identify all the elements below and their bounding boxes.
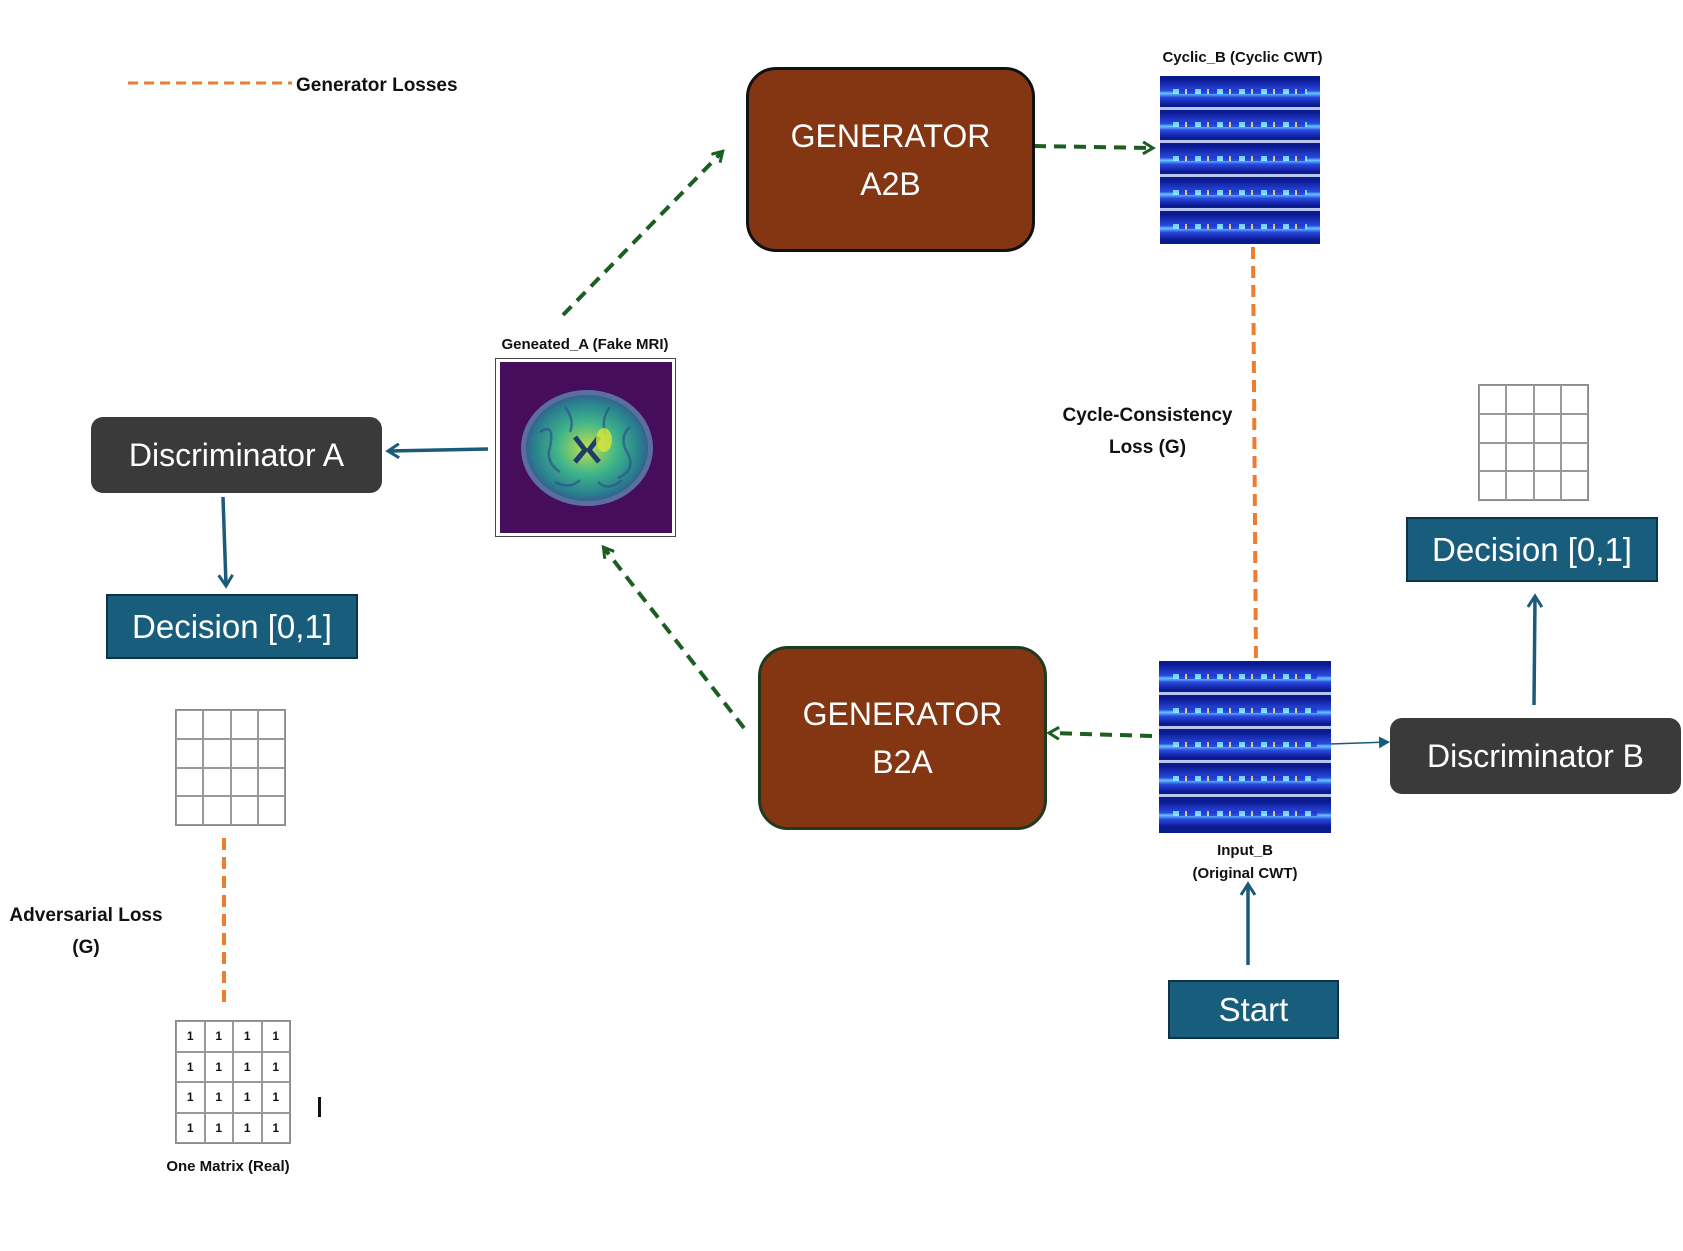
text-cursor	[318, 1097, 321, 1117]
input-b-line1: Input_B	[1217, 842, 1273, 859]
matrix-cell: 1	[176, 1112, 205, 1143]
cyclic-b-label: Cyclic_B (Cyclic CWT)	[1162, 49, 1323, 66]
arrow-a2b-to-cyclic-b	[1033, 146, 1152, 148]
arrow-fake-mri-to-a2b	[561, 152, 722, 317]
discriminator-b: Discriminator B	[1390, 718, 1681, 794]
discriminator-b-output-grid	[1478, 384, 1589, 501]
matrix-cell: 1	[233, 1082, 262, 1113]
legend-label: Generator Losses	[296, 75, 458, 96]
input-b-label: Input_B (Original CWT)	[1160, 839, 1330, 885]
input-b-line2: (Original CWT)	[1192, 865, 1298, 882]
arrow-b2a-to-fake-mri	[604, 548, 746, 730]
generated-a-label: Geneated_A (Fake MRI)	[501, 336, 669, 353]
adversarial-loss-line1: Adversarial Loss	[9, 905, 163, 926]
one-matrix-label: One Matrix (Real)	[166, 1158, 290, 1175]
one-matrix-grid: 1 1 1 1 1 1 1 1 1 1 1 1 1 1 1 1	[175, 1020, 291, 1144]
generator-b2a-line1: GENERATOR	[802, 696, 1003, 732]
matrix-cell: 1	[204, 1112, 233, 1143]
matrix-cell: 1	[261, 1082, 290, 1113]
matrix-cell: 1	[233, 1021, 262, 1052]
arrow-input-b-to-b2a	[1050, 733, 1153, 736]
cycle-loss-label: Cycle-Consistency Loss (G)	[1040, 400, 1255, 464]
adversarial-loss-line2: (G)	[72, 937, 100, 958]
matrix-cell: 1	[233, 1112, 262, 1143]
decision-b: Decision [0,1]	[1406, 517, 1658, 582]
discriminator-a-output-grid	[175, 709, 286, 826]
fake-mri-image	[495, 358, 676, 537]
generator-b2a: GENERATOR B2A	[758, 646, 1047, 830]
cycle-loss-line2: Loss (G)	[1108, 437, 1187, 458]
generator-a2b-line1: GENERATOR	[790, 117, 991, 154]
generator-b2a-line2: B2A	[872, 744, 933, 780]
cycle-loss-line	[1251, 246, 1258, 664]
arrow-fake-mri-to-disc-a	[389, 449, 489, 451]
matrix-cell: 1	[261, 1021, 290, 1052]
matrix-cell: 1	[176, 1051, 205, 1082]
generator-a2b-line2: A2B	[860, 165, 921, 202]
brain-scan-graphic	[521, 390, 653, 506]
adversarial-loss-label: Adversarial Loss (G)	[0, 900, 172, 964]
arrow-disc-b-to-decision	[1534, 597, 1535, 706]
matrix-cell: 1	[261, 1051, 290, 1082]
generator-a2b: GENERATOR A2B	[746, 67, 1035, 252]
matrix-cell: 1	[176, 1021, 205, 1052]
matrix-cell: 1	[176, 1082, 205, 1113]
matrix-cell: 1	[204, 1082, 233, 1113]
matrix-cell: 1	[233, 1051, 262, 1082]
arrow-disc-a-to-decision	[223, 496, 226, 585]
cycle-loss-line1: Cycle-Consistency	[1062, 405, 1233, 426]
start-box: Start	[1168, 980, 1339, 1039]
arrow-input-b-to-disc-b	[1329, 736, 1390, 749]
cyclic-b-cwt-image	[1160, 76, 1320, 244]
matrix-cell: 1	[204, 1021, 233, 1052]
input-b-cwt-image	[1159, 661, 1331, 833]
matrix-cell: 1	[261, 1112, 290, 1143]
matrix-cell: 1	[204, 1051, 233, 1082]
discriminator-a: Discriminator A	[91, 417, 382, 493]
decision-a: Decision [0,1]	[106, 594, 358, 659]
